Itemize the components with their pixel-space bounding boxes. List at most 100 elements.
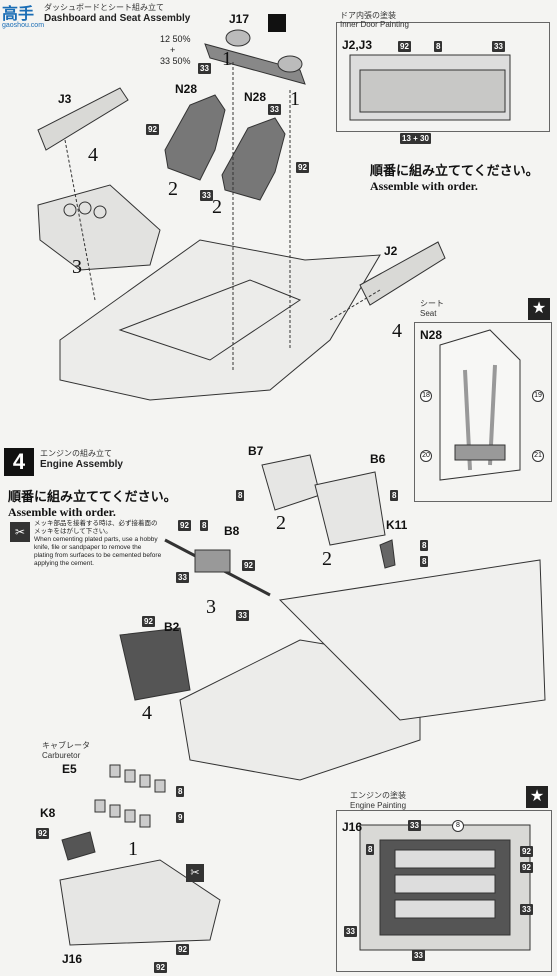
color-badge: 92: [176, 944, 189, 955]
order1-en: Assemble with order.: [370, 179, 478, 193]
seat-part-label: N28: [420, 328, 443, 342]
part-k8: [61, 831, 96, 861]
seat-color-18: 18: [420, 390, 432, 402]
watermark-brand: 高手: [2, 6, 35, 23]
seat-color-21: 21: [532, 450, 544, 462]
engine-color-f: 92: [520, 862, 533, 873]
brand-logo-icon: [268, 14, 286, 32]
seat-color-20: 20: [420, 450, 432, 462]
color-badge: 92: [146, 124, 159, 135]
color-badge: 92: [242, 560, 255, 571]
order1-jp: 順番に組み立ててください。: [370, 163, 539, 178]
part-label-j3: J3: [58, 92, 72, 106]
door-box-title: ドア内張の塗装 Inner Door Painting: [340, 10, 409, 29]
mix-top: 12 50%: [160, 34, 191, 44]
plating-warning-icon: ✂: [186, 864, 204, 882]
step-num-e2b: 2: [322, 548, 332, 570]
chassis-tub: [59, 239, 381, 401]
engine-color-e: 33: [520, 904, 533, 915]
color-badge: 33: [176, 572, 189, 583]
part-label-n28a: N28: [175, 82, 198, 96]
part-label-j2: J2: [384, 244, 398, 258]
star-icon: ★: [528, 298, 550, 320]
star-icon: ★: [526, 786, 548, 808]
carb-en: Carburetor: [42, 751, 81, 760]
step4-number: 4: [4, 448, 34, 476]
color-badge: 8: [176, 786, 185, 797]
door-title-jp: ドア内張の塗装: [340, 11, 396, 20]
part-label-n28b: N28: [244, 90, 267, 104]
step-num-e1: 1: [128, 838, 138, 860]
seat-box-title: シート Seat: [420, 298, 444, 318]
door-panel-j2: [359, 241, 446, 306]
speaker-right: [277, 55, 303, 73]
part-label-k8: K8: [40, 806, 56, 820]
engine-title-jp: エンジンの塗装: [350, 791, 406, 800]
door-color-bottom: 13 + 30: [400, 133, 431, 144]
order2-jp: 順番に組み立ててください。: [8, 489, 177, 504]
paint-mix-note: 12 50% + 33 50%: [160, 34, 191, 67]
mix-bottom: 33 50%: [160, 56, 191, 66]
color-badge: 33: [268, 104, 281, 115]
color-badge: 92: [178, 520, 191, 531]
door-part-label: J2,J3: [342, 38, 373, 52]
engine-j16: [59, 859, 221, 946]
engine-color-d: 92: [520, 846, 533, 857]
step-num-e3: 3: [206, 596, 216, 618]
color-badge: 92: [36, 828, 49, 839]
color-badge: 9: [176, 812, 185, 823]
order2-en: Assemble with order.: [8, 505, 116, 519]
engine-color-g: 33: [344, 926, 357, 937]
chassis-body: [278, 559, 546, 721]
part-k11: [379, 539, 396, 569]
engine-title-en: Engine Painting: [350, 801, 407, 810]
door-color-92: 92: [398, 41, 411, 52]
plating-note-en: When cementing plated parts, use a hobby…: [34, 536, 162, 567]
step-num-2b: 2: [212, 196, 222, 218]
step-num-e2a: 2: [276, 512, 286, 534]
plating-note: メッキ部品を接着する時は、必ず接着面のメッキをはがして下さい。 When cem…: [34, 520, 162, 568]
step4-header: エンジンの組み立て Engine Assembly: [40, 448, 123, 470]
seat-color-19: 19: [532, 390, 544, 402]
engine-color-a: 8: [366, 844, 375, 855]
part-label-b8: B8: [224, 524, 240, 538]
door-panel-j3: [37, 87, 129, 151]
order-note-2: 順番に組み立ててください。 Assemble with order.: [8, 486, 177, 520]
seat-painting-box: [414, 322, 552, 502]
step-num-2a: 2: [168, 178, 178, 200]
engine-painting-box: [336, 810, 552, 972]
part-label-b7: B7: [248, 444, 264, 458]
part-b2: [119, 627, 191, 701]
door-color-8: 8: [434, 41, 443, 52]
seat-left: [164, 94, 226, 181]
carb-jp: キャブレータ: [42, 741, 90, 750]
part-label-j17: J17: [229, 12, 250, 26]
carburetor-stacks: [94, 764, 166, 828]
color-badge: 92: [296, 162, 309, 173]
carb-label: キャブレータ Carburetor: [42, 740, 90, 760]
step4-title-jp: エンジンの組み立て: [40, 449, 112, 458]
seat-title-en: Seat: [420, 309, 437, 318]
color-badge: 8: [420, 540, 429, 551]
part-label-b2: B2: [164, 620, 180, 634]
color-badge: 8: [200, 520, 209, 531]
color-badge: 8: [236, 490, 245, 501]
color-badge: 92: [142, 616, 155, 627]
color-badge: 8: [390, 490, 399, 501]
step-num-1a: 1: [222, 48, 232, 70]
part-label-k11: K11: [386, 518, 408, 532]
step-num-4b: 4: [392, 320, 402, 342]
step-num-3: 3: [72, 256, 82, 278]
color-badge: 8: [420, 556, 429, 567]
seat-title-jp: シート: [420, 299, 444, 308]
engine-b7: [261, 454, 321, 511]
step-num-1b: 1: [290, 88, 300, 110]
engine-color-c: 8: [452, 820, 464, 832]
engine-box-title: エンジンの塗装 Engine Painting: [350, 790, 406, 810]
watermark-url: gaoshou.com: [2, 22, 45, 29]
door-painting-box: [336, 22, 550, 132]
color-badge: 92: [154, 962, 167, 973]
speaker-left: [225, 29, 251, 47]
step-num-4a: 4: [88, 144, 98, 166]
